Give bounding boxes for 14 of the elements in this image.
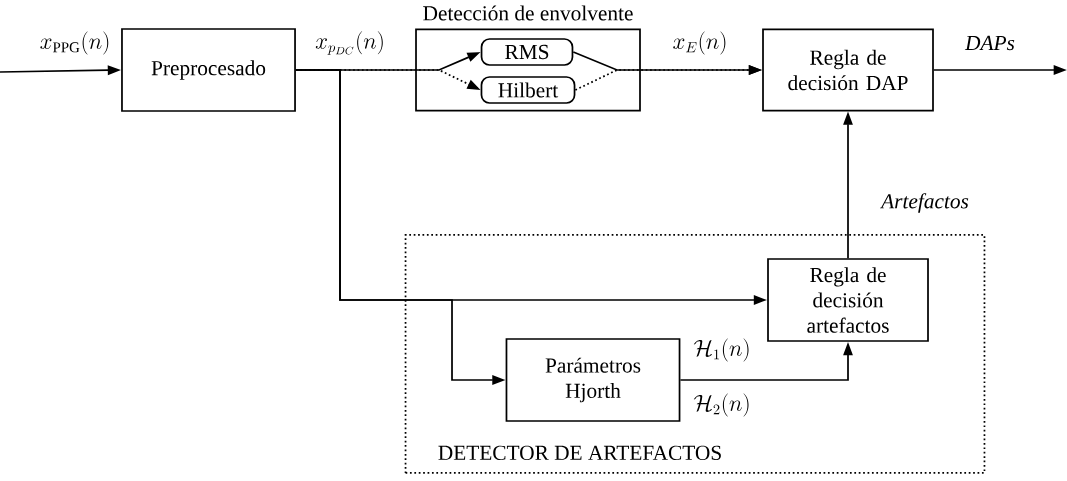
process-box: Preprocesado [121,28,296,112]
edge-label: $x_{E}(n)$ [673,31,726,55]
edge-label: $\mathcal{H}_1(n)$ [693,338,749,362]
edge-label: Artefactos [880,193,969,213]
rounded-box: Hilbert [480,76,576,104]
edge-label: $x_{p_{DC}}(n)$ [315,31,383,55]
rounded-box: RMS [480,38,574,66]
node-label: Detección de envolvente [423,5,633,21]
process-box: Regla de decisión DAP [762,28,934,112]
edge-label: DAPs [964,35,1015,51]
process-box: Parámetros Hjorth [505,338,681,422]
signal-label: $\mathcal{H}_2(n)$ [693,393,749,417]
process-box: Regla de decisión artefactos [767,258,929,342]
edge-label: $x_{\mathrm{PPG}}(n)$ [40,31,109,55]
